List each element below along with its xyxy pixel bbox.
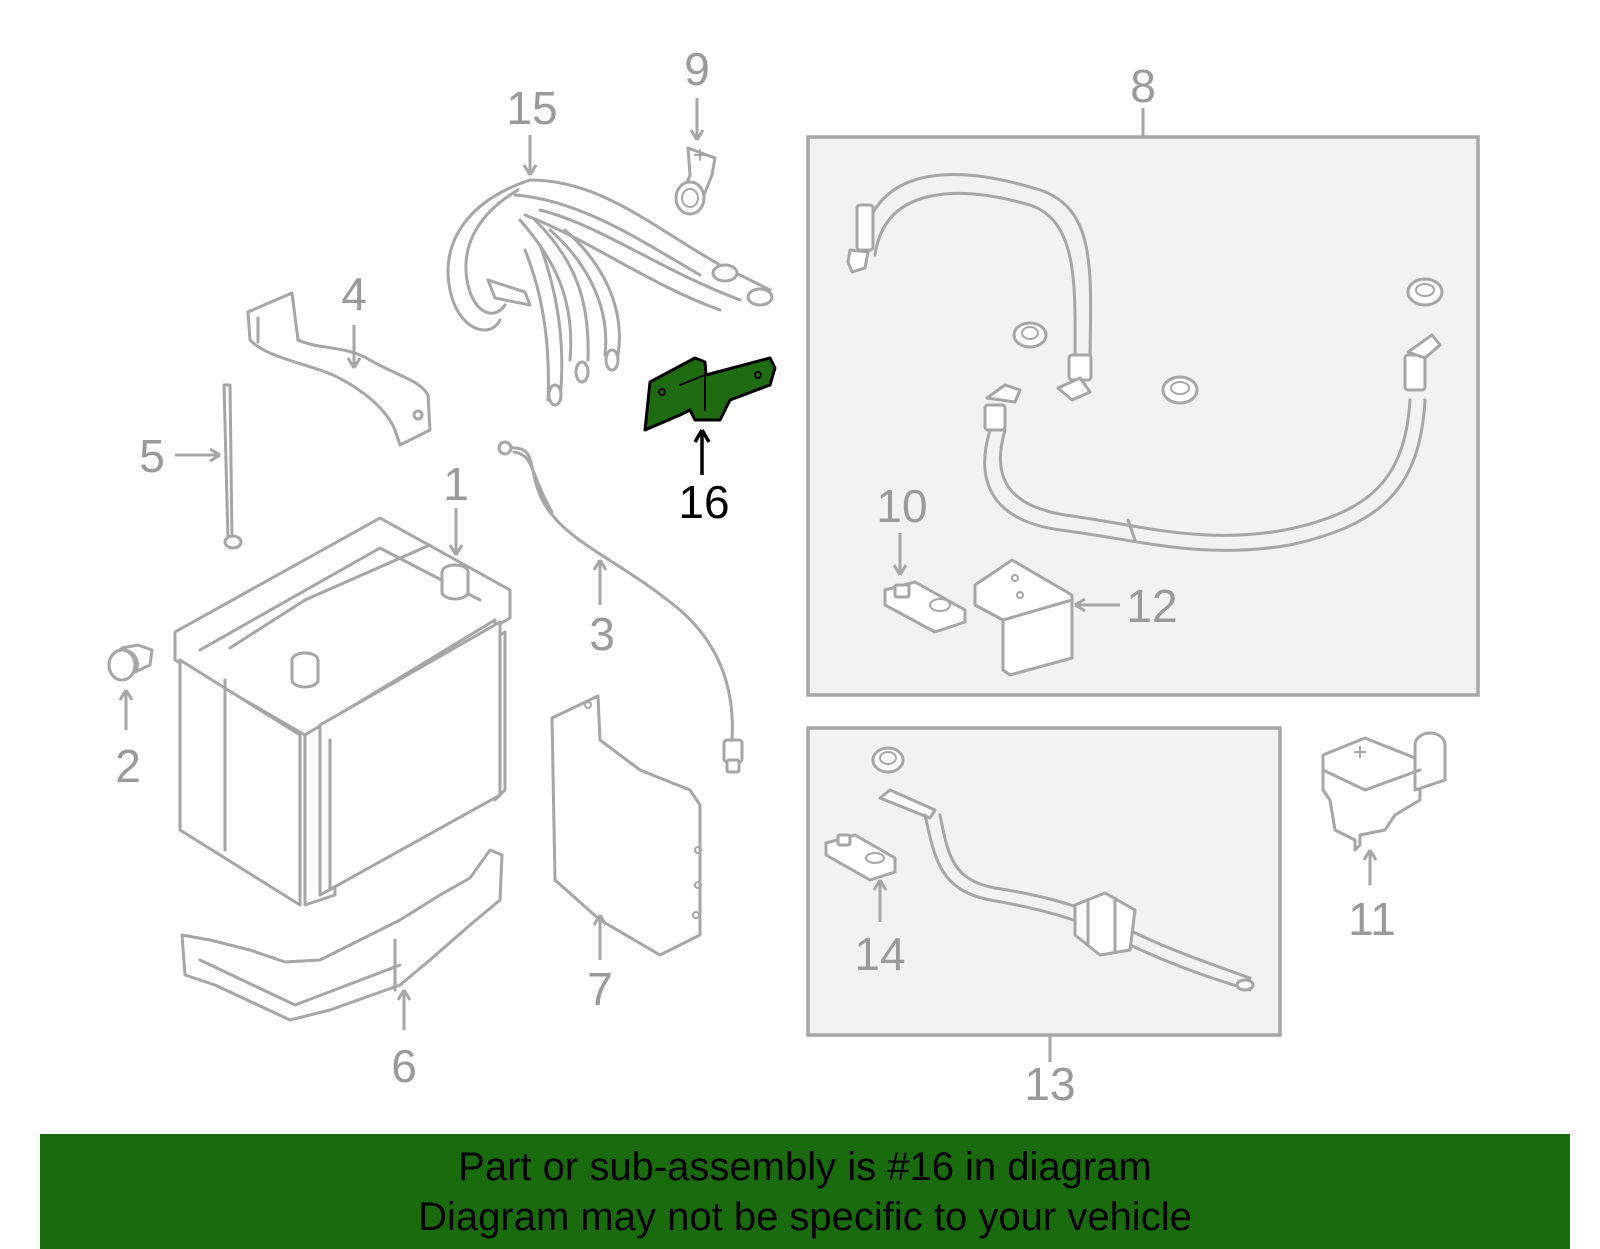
part-2-clip: [107, 643, 154, 682]
callout-13: 13: [1024, 1058, 1075, 1110]
part-14-clamp: [824, 833, 897, 882]
callout-4: 4: [341, 268, 367, 320]
part-3-cable: [497, 440, 744, 774]
callout-11: 11: [1348, 893, 1396, 945]
part-12-bracket: [973, 558, 1074, 677]
part-11-terminal-cover: [1321, 731, 1447, 852]
callout-3: 3: [589, 608, 615, 660]
callout-9: 9: [684, 43, 710, 95]
part-5-rod: [222, 383, 243, 550]
part-6-tray: [180, 848, 504, 1022]
callout-5: 5: [139, 430, 165, 482]
callout-labels: 1 2 3 4 5 6 7 8 9 10 11 12 13 14 15 16: [115, 43, 1396, 1110]
part-4-bracket: [246, 291, 432, 447]
callout-14: 14: [854, 928, 905, 980]
part-1-battery: [173, 516, 512, 907]
callout-12: 12: [1126, 580, 1177, 632]
part-7-plate: [550, 694, 702, 957]
banner-line-2: Diagram may not be specific to your vehi…: [418, 1195, 1192, 1239]
banner-line-1: Part or sub-assembly is #16 in diagram: [458, 1145, 1152, 1189]
part-16-bracket-highlighted: [643, 356, 777, 432]
callout-10: 10: [876, 480, 927, 532]
callout-15: 15: [506, 82, 557, 134]
leader-lines: [118, 98, 1378, 1062]
info-banner: Part or sub-assembly is #16 in diagram D…: [40, 1134, 1570, 1249]
callout-1: 1: [443, 458, 469, 510]
assembly-13-box: [806, 726, 1282, 1037]
callout-2: 2: [115, 740, 141, 792]
assembly-13-cable: [871, 746, 1255, 992]
callout-6: 6: [391, 1040, 417, 1092]
assembly-8-cables: [846, 173, 1444, 552]
part-9-cap: [674, 146, 717, 216]
callout-8: 8: [1130, 60, 1156, 112]
part-10-clamp: [883, 580, 967, 634]
callout-7: 7: [587, 963, 613, 1015]
part-15-harness: [446, 178, 774, 407]
callout-16: 16: [678, 476, 729, 528]
